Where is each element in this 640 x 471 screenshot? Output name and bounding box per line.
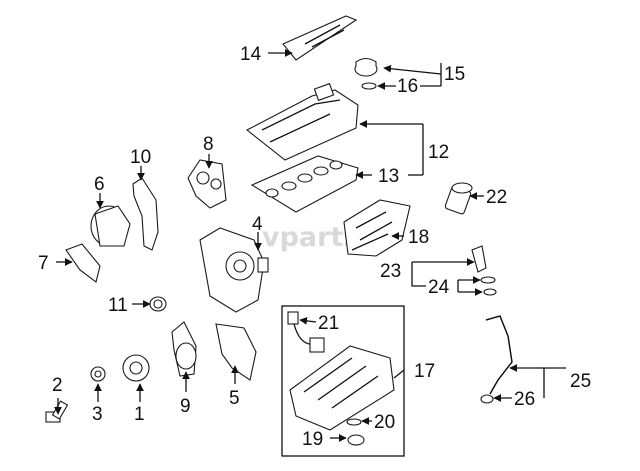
part-drain-washer[interactable] bbox=[346, 418, 362, 426]
callout-19[interactable]: 19 bbox=[302, 429, 323, 450]
part-oil-filter[interactable] bbox=[444, 182, 473, 215]
callout-20[interactable]: 20 bbox=[374, 412, 395, 433]
part-seal[interactable] bbox=[149, 296, 167, 312]
part-mount-bracket[interactable] bbox=[215, 323, 257, 381]
part-dipstick-tube[interactable] bbox=[485, 315, 513, 395]
callout-18[interactable]: 18 bbox=[408, 227, 429, 248]
part-cap-seal[interactable] bbox=[361, 82, 377, 90]
callout-17[interactable]: 17 bbox=[414, 361, 435, 382]
part-dipstick-seal[interactable] bbox=[480, 394, 494, 404]
part-front-timing-cover[interactable] bbox=[199, 227, 269, 313]
part-timing-cover-upper[interactable] bbox=[187, 159, 227, 209]
callout-leaders bbox=[54, 49, 566, 442]
part-bracket[interactable] bbox=[65, 243, 101, 283]
callout-12[interactable]: 12 bbox=[428, 142, 449, 163]
part-water-pump[interactable] bbox=[171, 321, 197, 377]
callout-25[interactable]: 25 bbox=[570, 371, 591, 392]
part-oil-pan[interactable] bbox=[289, 345, 395, 431]
part-oring-1[interactable] bbox=[480, 276, 496, 284]
part-washer[interactable] bbox=[90, 366, 106, 382]
callout-24[interactable]: 24 bbox=[428, 277, 450, 298]
callout-2[interactable]: 2 bbox=[52, 375, 63, 396]
part-timing-belt[interactable] bbox=[132, 177, 159, 251]
callout-7[interactable]: 7 bbox=[38, 253, 49, 274]
part-valve-cover-gasket[interactable] bbox=[250, 155, 359, 213]
callout-1[interactable]: 1 bbox=[134, 404, 145, 425]
part-drain-plug[interactable] bbox=[347, 434, 365, 446]
part-crank-bolt[interactable] bbox=[45, 400, 69, 423]
callout-16[interactable]: 16 bbox=[397, 76, 418, 97]
callout-3[interactable]: 3 bbox=[92, 404, 103, 425]
callout-13[interactable]: 13 bbox=[378, 166, 399, 187]
callout-9[interactable]: 9 bbox=[180, 396, 191, 417]
part-crank-pulley[interactable] bbox=[122, 354, 150, 382]
part-valve-cover[interactable] bbox=[245, 82, 359, 161]
part-oil-pressure-switch[interactable] bbox=[471, 245, 487, 273]
callout-14[interactable]: 14 bbox=[240, 44, 262, 65]
callout-23[interactable]: 23 bbox=[380, 261, 401, 282]
oil-pan-group-box bbox=[281, 305, 405, 457]
watermark-text: vparts bbox=[262, 222, 359, 253]
callout-5[interactable]: 5 bbox=[229, 388, 240, 409]
part-intake-manifold[interactable] bbox=[343, 199, 411, 257]
callout-15[interactable]: 15 bbox=[444, 64, 465, 85]
callout-11[interactable]: 11 bbox=[108, 295, 128, 316]
callout-26[interactable]: 26 bbox=[514, 389, 535, 410]
callout-6[interactable]: 6 bbox=[94, 174, 105, 195]
part-belt-tensioner[interactable] bbox=[90, 205, 131, 247]
callout-10[interactable]: 10 bbox=[130, 147, 151, 168]
callout-labels: 14 15 16 12 13 22 18 8 4 10 6 7 11 9 5 1… bbox=[38, 44, 591, 450]
callout-21[interactable]: 21 bbox=[318, 313, 339, 334]
part-engine-cover-strip[interactable] bbox=[282, 15, 358, 61]
part-oil-level-sensor[interactable] bbox=[287, 311, 325, 353]
callout-4[interactable]: 4 bbox=[252, 214, 263, 235]
callout-8[interactable]: 8 bbox=[203, 134, 214, 155]
part-oil-filler-cap[interactable] bbox=[354, 57, 378, 77]
callout-22[interactable]: 22 bbox=[486, 187, 507, 208]
part-oring-2[interactable] bbox=[483, 288, 497, 296]
